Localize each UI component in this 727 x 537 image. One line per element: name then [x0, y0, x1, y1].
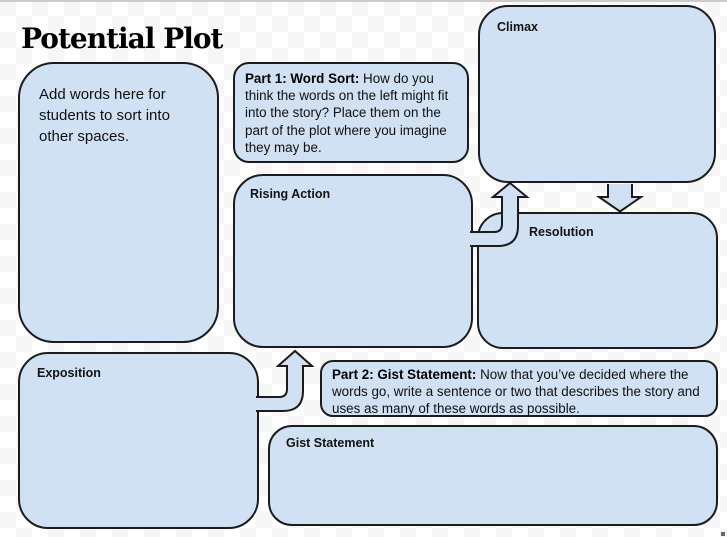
part2-lead: Part 2: Gist Statement: — [332, 367, 477, 382]
word-bank-box[interactable]: Add words here for students to sort into… — [18, 62, 219, 343]
climax-label: Climax — [497, 20, 538, 34]
word-bank-text: Add words here for students to sort into… — [39, 86, 170, 145]
gist-statement-label: Gist Statement — [286, 436, 375, 450]
page-title: Potential Plot — [21, 22, 223, 55]
part1-instructions-box[interactable]: Part 1: Word Sort: How do you think the … — [233, 62, 469, 163]
up-elbow-arrow-exposition-to-rising-icon — [256, 349, 315, 412]
canvas-top-edge — [0, 0, 727, 2]
resolution-box[interactable]: Resolution — [477, 212, 718, 349]
exposition-label: Exposition — [37, 366, 101, 380]
part1-body: How do you think the words on the left m… — [245, 71, 449, 155]
resolution-label: Resolution — [529, 225, 594, 239]
part1-lead: Part 1: Word Sort: — [245, 71, 360, 86]
part2-body: Now that you’ve decided where the words … — [332, 367, 700, 417]
gist-statement-box[interactable]: Gist Statement — [268, 425, 718, 526]
rising-action-label: Rising Action — [250, 187, 331, 201]
down-arrow-climax-to-resolution-icon — [595, 184, 645, 213]
exposition-box[interactable]: Exposition — [18, 352, 259, 529]
part2-instructions-box[interactable]: Part 2: Gist Statement: Now that you’ve … — [320, 360, 718, 417]
page-corner-mark — [721, 532, 725, 536]
climax-box[interactable]: Climax — [478, 5, 716, 183]
rising-action-box[interactable]: Rising Action — [233, 174, 473, 348]
